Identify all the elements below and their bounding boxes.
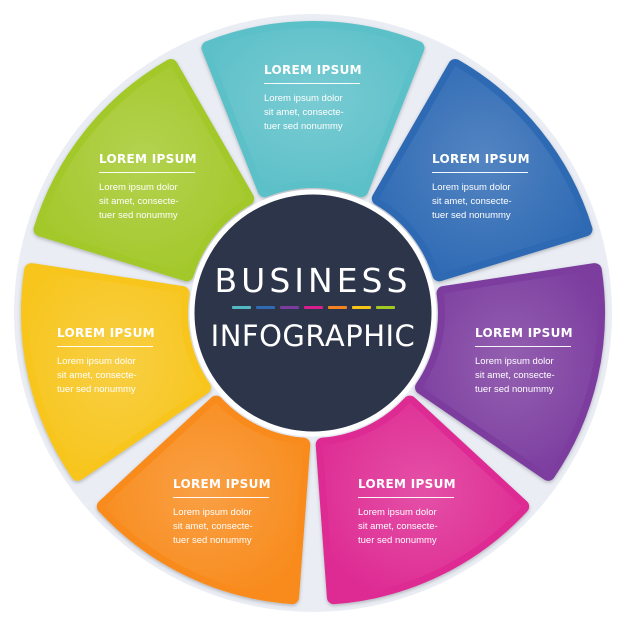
segment-pink-body: Lorem ipsum dolor sit amet, consecte- tu…	[358, 507, 438, 546]
segment-orange-text: LOREM IPSUM Lorem ipsum dolor sit amet, …	[173, 477, 271, 548]
dash-bar	[375, 306, 395, 309]
segment-pink-highlight	[322, 402, 523, 598]
center-title: BUSINESS	[214, 261, 412, 300]
segment-yellow-highlight	[27, 270, 204, 474]
segment-blue-text: LOREM IPSUM Lorem ipsum dolor sit amet, …	[432, 152, 530, 223]
segment-purple-title: LOREM IPSUM	[475, 326, 573, 347]
dash-bar	[255, 306, 275, 309]
segment-teal-body: Lorem ipsum dolor sit amet, consecte- tu…	[264, 93, 344, 132]
dash-bar	[327, 306, 347, 309]
segment-yellow-body: Lorem ipsum dolor sit amet, consecte- tu…	[57, 356, 137, 395]
dash-bar	[303, 306, 323, 309]
segment-yellow-title: LOREM IPSUM	[57, 326, 155, 347]
segment-orange-highlight	[103, 402, 304, 598]
segment-green-title: LOREM IPSUM	[99, 152, 197, 173]
segment-purple-text: LOREM IPSUM Lorem ipsum dolor sit amet, …	[475, 326, 573, 397]
center-label: BUSINESS INFOGRAPHIC	[195, 261, 431, 354]
segment-blue-body: Lorem ipsum dolor sit amet, consecte- tu…	[432, 182, 512, 221]
segments-layer	[20, 21, 606, 605]
segment-blue-title: LOREM IPSUM	[432, 152, 530, 173]
segment-purple-highlight	[422, 270, 599, 474]
center-dash-row	[195, 306, 431, 309]
segment-teal-highlight	[208, 28, 418, 191]
center-disc	[189, 189, 437, 437]
segment-pink-title: LOREM IPSUM	[358, 477, 456, 498]
segment-green-highlight	[40, 66, 248, 275]
center-subtitle: INFOGRAPHIC	[210, 319, 416, 353]
segment-green-body: Lorem ipsum dolor sit amet, consecte- tu…	[99, 182, 179, 221]
segment-green-text: LOREM IPSUM Lorem ipsum dolor sit amet, …	[99, 152, 197, 223]
segment-yellow-text: LOREM IPSUM Lorem ipsum dolor sit amet, …	[57, 326, 155, 397]
segment-orange-title: LOREM IPSUM	[173, 477, 271, 498]
dash-bar	[231, 306, 251, 309]
dash-bar	[279, 306, 299, 309]
segment-pink-text: LOREM IPSUM Lorem ipsum dolor sit amet, …	[358, 477, 456, 548]
segment-blue-highlight	[378, 66, 586, 275]
dash-bar	[351, 306, 371, 309]
segment-purple-body: Lorem ipsum dolor sit amet, consecte- tu…	[475, 356, 555, 395]
segment-teal-title: LOREM IPSUM	[264, 63, 362, 84]
segment-orange-body: Lorem ipsum dolor sit amet, consecte- tu…	[173, 507, 253, 546]
segment-teal-text: LOREM IPSUM Lorem ipsum dolor sit amet, …	[264, 63, 362, 134]
